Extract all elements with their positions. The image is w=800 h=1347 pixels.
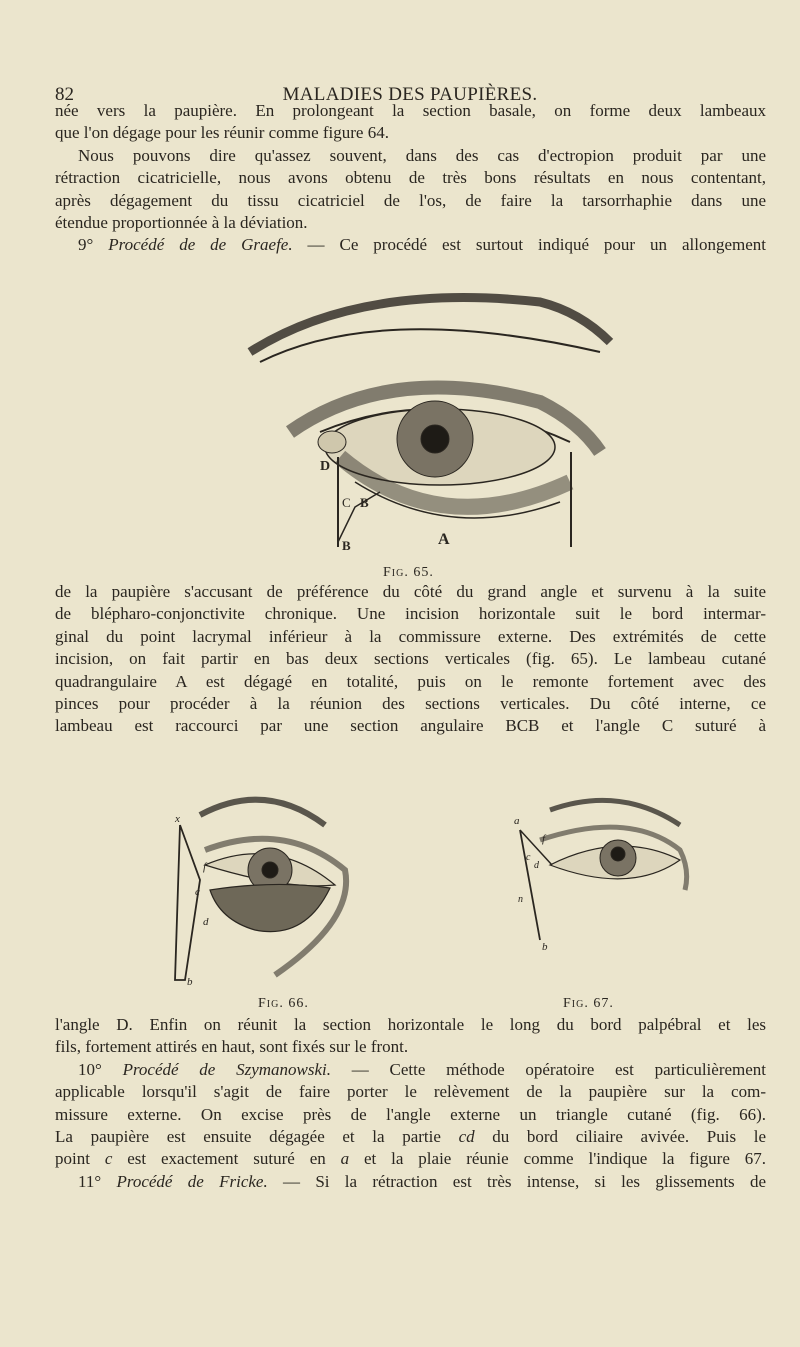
- paragraph-szymanowski: 10° Procédé de Szymanowski. — Cette méth…: [55, 1059, 766, 1081]
- page-number: 82: [55, 84, 74, 105]
- label-B-lower: B: [342, 538, 351, 552]
- text-line: étendue proportionnée à la déviation.: [55, 212, 308, 232]
- section-title: Procédé de Szymanowski.: [122, 1059, 331, 1079]
- label-a: a: [514, 815, 520, 827]
- text-italic: a: [340, 1149, 350, 1169]
- text: du bord ciliaire avivée. Puis le: [474, 1127, 766, 1146]
- text-line: ginal du point lacrymal inférieur à la c…: [55, 626, 766, 646]
- section-title: Procédé de de Graefe.: [108, 235, 293, 255]
- label-b: b: [187, 976, 193, 985]
- section-number: 9°: [78, 235, 94, 255]
- text: La paupière est ensuite dégagée et la pa…: [55, 1127, 459, 1146]
- section-text: — Ce procédé est surtout indiqué pour un…: [307, 235, 766, 255]
- figure-65-eye-illustration: D C B B A: [247, 293, 614, 552]
- text-line: pinces pour procéder à la réunion des se…: [55, 693, 766, 713]
- text-line: quadrangulaire A est dégagé en totalité,…: [55, 671, 766, 691]
- text-italic: c: [104, 1149, 113, 1169]
- text-italic: cd: [458, 1127, 475, 1146]
- paragraph-block-4-cont: La paupière est ensuite dégagée et la pa…: [55, 1126, 766, 1193]
- section-number: 10°: [78, 1059, 102, 1079]
- figure-67-caption: Fig. 67.: [563, 996, 614, 1011]
- label-C: C: [342, 495, 351, 510]
- section-number: 11°: [78, 1171, 102, 1191]
- label-b: b: [542, 941, 548, 953]
- label-c: c: [195, 886, 200, 898]
- section-text: — Cette méthode opératoire est particuli…: [351, 1059, 767, 1079]
- section-title: Procédé de Fricke.: [116, 1171, 268, 1191]
- text-line: applicable lorsqu'il s'agit de faire por…: [55, 1082, 766, 1102]
- text-line: de blépharo-conjonctivite chronique. Une…: [55, 604, 766, 624]
- text-line: incision, on fait partir en bas deux sec…: [55, 649, 766, 669]
- text: et la plaie réunie comme l'indique la fi…: [349, 1149, 766, 1169]
- text-line: Nous pouvons dire qu'assez souvent, dans…: [78, 145, 766, 165]
- figure-65-caption: Fig. 65.: [383, 565, 434, 580]
- label-D: D: [320, 459, 330, 474]
- label-f: f: [542, 833, 547, 845]
- label-d: d: [534, 860, 540, 871]
- paragraph-block-3: l'angle D. Enfin on réunit la section ho…: [55, 1014, 766, 1059]
- text: est exactement suturé en: [112, 1149, 341, 1169]
- figure-66-eye-illustration: x f c d b: [174, 796, 350, 985]
- paragraph-block-4: applicable lorsqu'il s'agit de faire por…: [55, 1081, 766, 1126]
- section-text: — Si la rétraction est très intense, si …: [283, 1171, 766, 1191]
- paragraph-block-2: de la paupière s'accusant de préférence …: [55, 581, 766, 738]
- paragraph-graefe: 9° Procédé de de Graefe. — Ce procédé es…: [55, 234, 766, 256]
- text-line: fils, fortement attirés en haut, sont fi…: [55, 1037, 409, 1057]
- label-A: A: [438, 531, 450, 548]
- running-header: 82 MALADIES DES PAUPIÈRES.: [55, 84, 765, 110]
- text-line: après dégagement du tissu cicatriciel de…: [55, 190, 766, 210]
- figure-67-eye-illustration: a f c d n b: [514, 797, 690, 953]
- label-x: x: [174, 813, 180, 825]
- text-line: l'angle D. Enfin on réunit la section ho…: [55, 1015, 766, 1034]
- text-line: rétraction cicatricielle, nous avons obt…: [55, 168, 766, 188]
- label-c: c: [526, 852, 531, 863]
- text: point: [55, 1149, 105, 1169]
- figure-66-caption: Fig. 66.: [258, 996, 309, 1011]
- text-line: que l'on dégage pour les réunir comme fi…: [55, 123, 389, 143]
- text-line: lambeau est raccourci par une section an…: [55, 716, 766, 736]
- label-B-upper: B: [360, 495, 369, 510]
- text-line: missure externe. On excise près de l'ang…: [55, 1104, 766, 1124]
- label-n: n: [518, 894, 523, 905]
- text-line: de la paupière s'accusant de préférence …: [55, 582, 766, 601]
- label-d: d: [203, 916, 209, 928]
- paragraph-block-1: née vers la paupière. En prolongeant la …: [55, 100, 766, 234]
- running-title: MALADIES DES PAUPIÈRES.: [282, 84, 538, 105]
- text-line: née vers la paupière. En prolongeant la …: [55, 101, 766, 120]
- label-f: f: [203, 861, 208, 873]
